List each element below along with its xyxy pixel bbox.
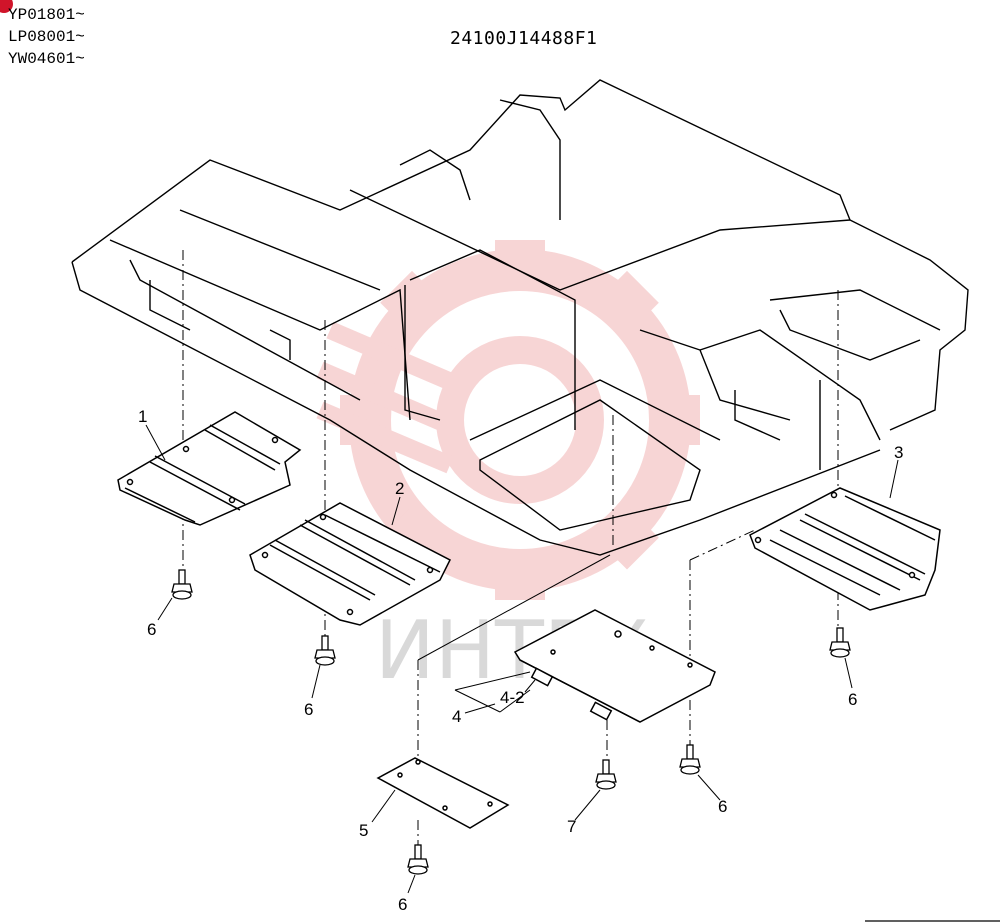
callout-6: 6	[848, 690, 857, 709]
bolt-icon	[595, 759, 617, 790]
serial-range: YW04601~	[8, 50, 85, 68]
bolt-icon	[171, 569, 193, 600]
bolt-icon	[679, 744, 701, 775]
callout-leaders	[145, 424, 899, 894]
frame-outline	[71, 79, 969, 556]
watermark-gear-icon	[316, 240, 700, 600]
serial-range: LP08001~	[8, 28, 85, 46]
part-4-cover-plate	[513, 609, 716, 723]
part-5-cover-plate	[376, 757, 510, 829]
bolt-icon	[407, 844, 429, 875]
callout-6: 6	[304, 700, 313, 719]
solid-leaders	[417, 554, 611, 661]
corner-mark-icon	[0, 0, 13, 13]
bolt-icon	[314, 635, 336, 666]
part-2-cover-plate	[249, 502, 452, 626]
callout-6: 6	[147, 620, 156, 639]
callout-7: 7	[567, 817, 576, 836]
callout-4-2: 4-2	[500, 688, 525, 707]
drawing-number: 24100J14488F1	[450, 28, 598, 49]
callout-3: 3	[894, 443, 903, 462]
part-1-cover-plate	[117, 411, 302, 526]
part-4-bracket	[454, 671, 531, 713]
callout-6: 6	[398, 895, 407, 914]
part-3-cover-plate	[749, 487, 941, 611]
callout-5: 5	[359, 821, 368, 840]
bolt-icon	[829, 627, 851, 658]
bolts	[171, 569, 851, 875]
callout-2: 2	[395, 479, 404, 498]
callout-1: 1	[138, 407, 147, 426]
callout-6: 6	[718, 797, 727, 816]
callout-4: 4	[452, 707, 461, 726]
serial-range: YP01801~	[8, 6, 85, 24]
